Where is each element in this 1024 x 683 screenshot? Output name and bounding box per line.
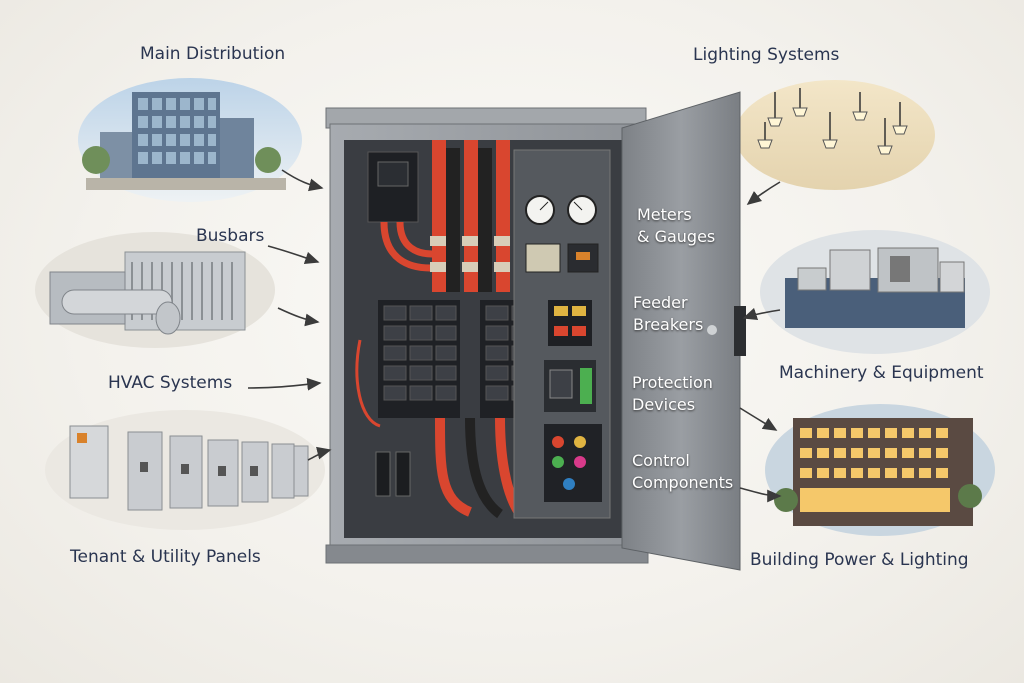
door-label-feeder-breakers: Feeder Breakers (633, 293, 704, 334)
label-main-distribution: Main Distribution (140, 44, 286, 64)
switchgear-cabinet (325, 107, 649, 564)
door-label-control-components: Control Components (632, 451, 734, 492)
label-tenant-utility-panels: Tenant & Utility Panels (70, 547, 261, 567)
connector-arrows (247, 169, 782, 503)
vignette-lighting (735, 80, 935, 190)
label-building-power-lighting: Building Power & Lighting (750, 550, 969, 570)
label-busbars: Busbars (196, 226, 265, 246)
cabinet-door (621, 91, 746, 571)
vignette-building-power (765, 404, 995, 536)
label-lighting-systems: Lighting Systems (693, 45, 840, 65)
label-machinery-equipment: Machinery & Equipment (779, 363, 984, 383)
vignette-tenant-panels (45, 410, 325, 530)
label-hvac-systems: HVAC Systems (108, 373, 233, 393)
door-label-meters-gauges: Meters & Gauges (637, 205, 716, 246)
vignette-main-distribution (78, 78, 302, 202)
vignette-machinery (760, 230, 990, 354)
vignette-busbars (35, 232, 275, 348)
door-label-protection-devices: Protection Devices (632, 373, 713, 414)
